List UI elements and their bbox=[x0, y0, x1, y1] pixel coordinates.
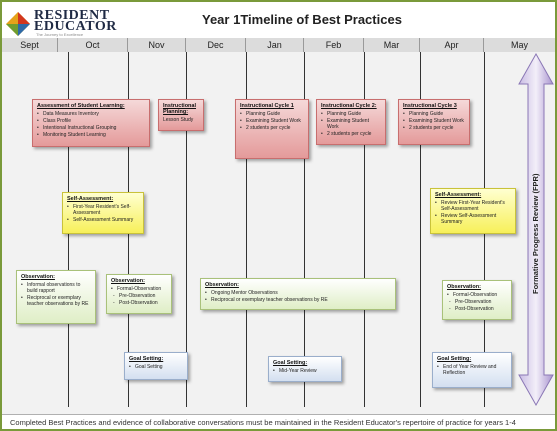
cycle1-box: Instructional Cycle 1 Planning Guide Exa… bbox=[235, 99, 309, 159]
list-item: Data Measures Inventory bbox=[37, 111, 145, 117]
list-item: 2 students per cycle bbox=[403, 125, 465, 131]
cycle1-title: Instructional Cycle 1 bbox=[240, 103, 294, 109]
list-item: Planning Guide bbox=[240, 111, 304, 117]
observation-informal-box: Observation: Informal observations to bu… bbox=[16, 270, 96, 324]
month-apr: Apr bbox=[420, 38, 484, 52]
month-nov: Nov bbox=[128, 38, 186, 52]
list-item: Intentional Instructional Grouping bbox=[37, 125, 145, 131]
month-feb: Feb bbox=[304, 38, 364, 52]
list-item: Pre-Observation bbox=[111, 293, 167, 299]
list-item: Self-Assessment Summary bbox=[67, 217, 139, 223]
list-item: Reciprocal or exemplary teacher observat… bbox=[21, 295, 91, 307]
assessment-title: Assessment of Student Learning: bbox=[37, 103, 125, 109]
goal-setting-nov-box: Goal Setting: Goal Setting bbox=[124, 352, 188, 380]
list-item: Monitoring Student Learning bbox=[37, 132, 145, 138]
month-mar: Mar bbox=[364, 38, 420, 52]
instructional-planning-text: Lesson Study bbox=[163, 117, 194, 123]
list-item: Review Self-Assessment Summary bbox=[435, 213, 511, 225]
self-assessment-title: Self-Assessment: bbox=[435, 192, 482, 198]
observation-title: Observation: bbox=[447, 284, 481, 290]
list-item: Informal observations to build rapport bbox=[21, 282, 91, 294]
list-item: Pre-Observation bbox=[447, 299, 507, 305]
cycle2-box: Instructional Cycle 2: Planning Guide Ex… bbox=[316, 99, 386, 145]
goal-setting-title: Goal Setting: bbox=[437, 356, 472, 362]
logo-line1: RESIDENT bbox=[34, 8, 110, 23]
month-dec: Dec bbox=[186, 38, 246, 52]
logo-mark-icon bbox=[6, 12, 30, 36]
month-may: May bbox=[484, 38, 555, 52]
list-item: Reciprocal or exemplary teacher observat… bbox=[205, 297, 391, 303]
list-item: Post-Observation bbox=[447, 306, 507, 312]
assessment-box: Assessment of Student Learning: Data Mea… bbox=[32, 99, 150, 147]
footer-note: Completed Best Practices and evidence of… bbox=[2, 414, 555, 429]
instructional-planning-box: Instructional Planning: Lesson Study bbox=[158, 99, 204, 131]
month-divider bbox=[186, 52, 187, 407]
observation-title: Observation: bbox=[111, 278, 145, 284]
month-divider bbox=[364, 52, 365, 407]
month-divider bbox=[246, 52, 247, 407]
month-divider bbox=[304, 52, 305, 407]
list-item: Examining Student Work bbox=[403, 118, 465, 124]
header: RESIDENT EDUCATOR The Journey to Excelle… bbox=[2, 2, 555, 38]
list-item: Goal Setting bbox=[129, 364, 183, 370]
list-item: Mid-Year Review bbox=[273, 368, 337, 374]
list-item: Planning Guide bbox=[403, 111, 465, 117]
list-item: Review First-Year Resident's Self-Assess… bbox=[435, 200, 511, 212]
observation-apr-box: Observation: Formal-Observation Pre-Obse… bbox=[442, 280, 512, 320]
cycle2-title: Instructional Cycle 2: bbox=[321, 103, 377, 109]
month-divider bbox=[420, 52, 421, 407]
resident-educator-logo: RESIDENT EDUCATOR The Journey to Excelle… bbox=[6, 6, 126, 37]
list-item: Class Profile bbox=[37, 118, 145, 124]
self-assessment-spring-box: Self-Assessment: Review First-Year Resid… bbox=[430, 188, 516, 234]
page-title: Year 1Timeline of Best Practices bbox=[202, 12, 402, 27]
month-sept: Sept bbox=[2, 38, 58, 52]
list-item: Examining Student Work bbox=[321, 118, 381, 130]
list-item: Ongoing Mentor Observations bbox=[205, 290, 391, 296]
list-item: 2 students per cycle bbox=[321, 131, 381, 137]
goal-setting-title: Goal Setting: bbox=[129, 356, 164, 362]
self-assessment-title: Self-Assessment: bbox=[67, 196, 114, 202]
list-item: First-Year Resident's Self-Assessment bbox=[67, 204, 139, 216]
list-item: Examining Student Work bbox=[240, 118, 304, 124]
observation-nov-box: Observation: Formal-Observation Pre-Obse… bbox=[106, 274, 172, 314]
cycle3-box: Instructional Cycle 3 Planning Guide Exa… bbox=[398, 99, 470, 145]
list-item: Post-Observation bbox=[111, 300, 167, 306]
logo-line2: EDUCATOR bbox=[34, 19, 117, 34]
fpr-label: Formative Progress Review (FPR) bbox=[531, 173, 540, 295]
cycle3-title: Instructional Cycle 3 bbox=[403, 103, 457, 109]
month-jan: Jan bbox=[246, 38, 304, 52]
goal-setting-apr-box: Goal Setting: End of Year Review and Ref… bbox=[432, 352, 512, 388]
list-item: 2 students per cycle bbox=[240, 125, 304, 131]
logo-tagline: The Journey to Excellence bbox=[36, 32, 84, 37]
list-item: Formal-Observation bbox=[447, 292, 507, 298]
observation-title: Observation: bbox=[205, 282, 239, 288]
self-assessment-fall-box: Self-Assessment: First-Year Resident's S… bbox=[62, 192, 144, 234]
goal-setting-title: Goal Setting: bbox=[273, 360, 308, 366]
month-header-row: Sept Oct Nov Dec Jan Feb Mar Apr May bbox=[2, 38, 555, 52]
goal-setting-feb-box: Goal Setting: Mid-Year Review bbox=[268, 356, 342, 382]
instructional-planning-title: Instructional Planning: bbox=[163, 103, 197, 115]
list-item: Formal-Observation bbox=[111, 286, 167, 292]
list-item: Planning Guide bbox=[321, 111, 381, 117]
list-item: End of Year Review and Reflection bbox=[437, 364, 507, 376]
observation-ongoing-box: Observation: Ongoing Mentor Observations… bbox=[200, 278, 396, 310]
observation-title: Observation: bbox=[21, 274, 55, 280]
fpr-double-arrow-icon bbox=[518, 52, 554, 407]
month-oct: Oct bbox=[58, 38, 128, 52]
